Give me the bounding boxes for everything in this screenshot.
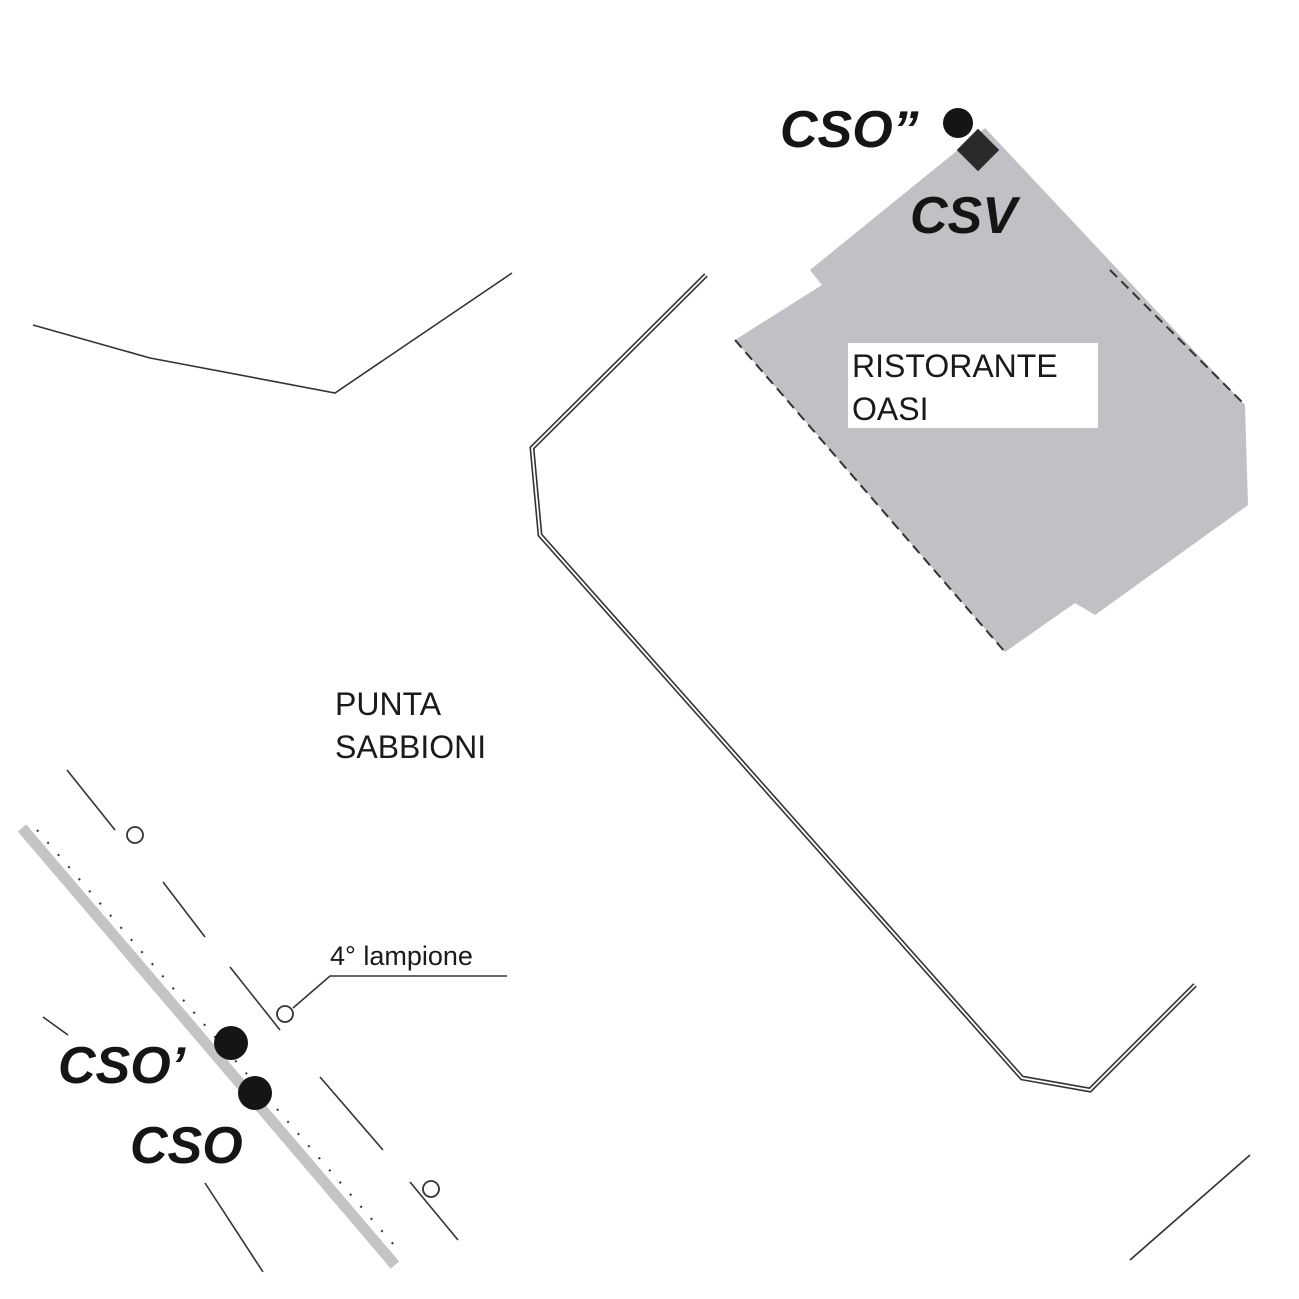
lamp-post-icon — [126, 826, 144, 844]
place-label-line2: SABBIONI — [335, 729, 486, 765]
cso-marker — [238, 1076, 272, 1110]
place-label-line1: PUNTA — [335, 686, 442, 722]
cso-label: CSO — [130, 1117, 243, 1175]
restaurant-label-line2: OASI — [852, 391, 928, 427]
cso-prime-marker — [214, 1026, 248, 1060]
lamp-post-icon — [422, 1180, 440, 1198]
restaurant-label-line1: RISTORANTE — [852, 348, 1058, 384]
road-edge-line — [32, 272, 513, 394]
lamp-label: 4° lampione — [330, 941, 473, 971]
road-edge-line-bottom-right — [1129, 1154, 1251, 1261]
restaurant-label-box — [848, 343, 1098, 428]
street-band — [17, 824, 400, 1269]
lamp-leader-line — [292, 975, 507, 1009]
building-dashed-edge-left — [734, 339, 1006, 653]
double-line-boundary-inner — [531, 274, 1196, 1091]
cso-double-prime-label: CSO” — [780, 101, 919, 159]
lamp-post-icon-4th — [276, 1005, 294, 1023]
csv-label: CSV — [910, 187, 1021, 245]
cso-prime-label: CSO’ — [58, 1037, 187, 1095]
cso-double-prime-marker — [943, 108, 973, 138]
parking-lines — [42, 769, 459, 1273]
